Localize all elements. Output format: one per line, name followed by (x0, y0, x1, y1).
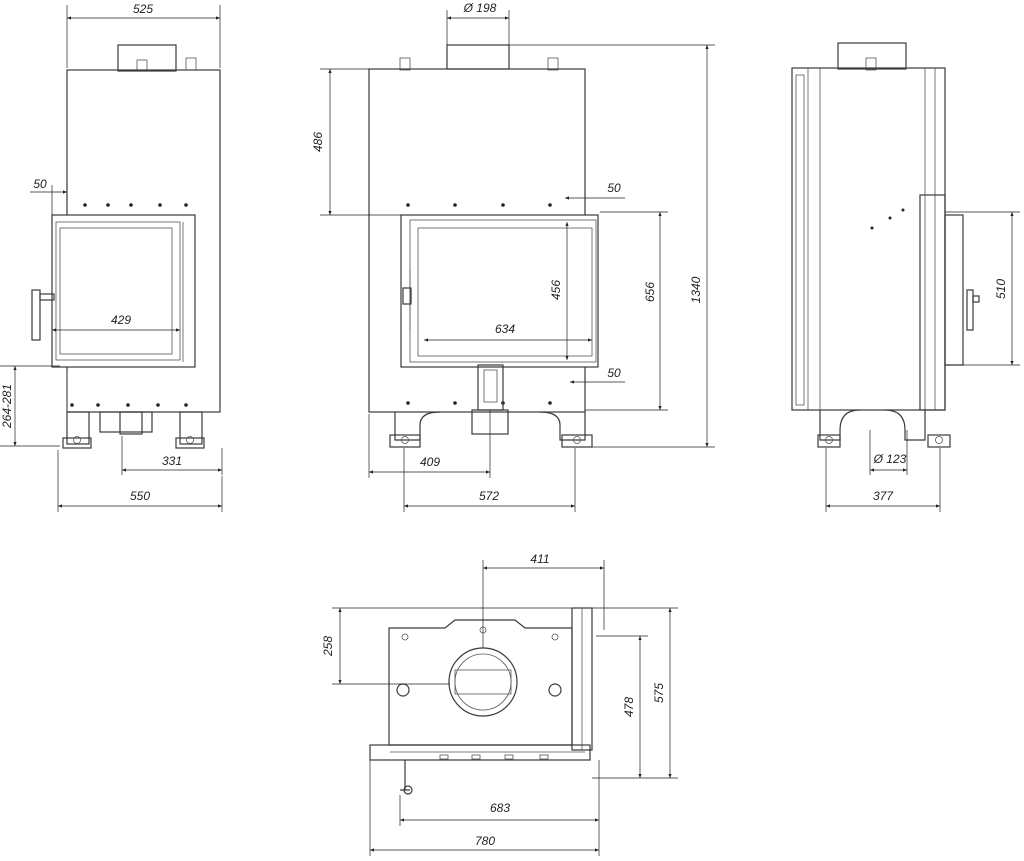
middle-door (400, 214, 599, 368)
top-view (369, 607, 593, 795)
side-flue-collar (837, 42, 907, 70)
front-door (51, 214, 196, 368)
dim-side-height: 510 (994, 279, 1008, 299)
dim-front-leg-range: 264-281 (0, 384, 14, 429)
dim-middle-glass-height: 456 (549, 280, 563, 300)
middle-flue-collar (446, 44, 510, 70)
dim-total-height: 1340 (689, 276, 703, 303)
middle-view (368, 44, 599, 448)
top-body (388, 619, 573, 746)
dim-middle-door-height: 656 (643, 282, 657, 302)
dim-inlet-diameter: Ø 123 (873, 452, 907, 466)
side-handle (966, 289, 974, 331)
dim-front-width-bottom: 550 (130, 489, 150, 503)
dim-top-width-b: 780 (475, 834, 495, 848)
middle-view-dimensions: Ø 198 486 50 456 634 656 1340 50 409 (311, 1, 715, 512)
side-view (791, 42, 980, 448)
top-handle (400, 760, 410, 791)
dim-middle-top-height: 486 (311, 132, 325, 152)
dim-middle-door-offset-top: 50 (607, 181, 621, 195)
dim-top-depth-c: 575 (652, 683, 666, 703)
front-door-handle (31, 289, 41, 341)
front-flue-collar (117, 44, 177, 72)
dim-middle-glass-width: 634 (495, 322, 515, 336)
dim-outlet-diameter: Ø 198 (463, 1, 497, 15)
dim-middle-door-offset-bottom: 50 (607, 366, 621, 380)
dim-top-width-a: 683 (490, 801, 510, 815)
front-view (31, 44, 221, 449)
dim-side-depth: 377 (873, 489, 894, 503)
side-body (791, 67, 946, 411)
side-view-dimensions: 510 Ø 123 377 (825, 211, 1020, 512)
dim-front-width-top: 525 (133, 2, 153, 16)
dim-front-glass-width: 429 (111, 313, 131, 327)
dim-top-depth-a: 258 (321, 636, 335, 657)
dim-front-door-offset: 50 (33, 177, 47, 191)
front-view-dimensions: 525 50 429 264-281 331 550 (0, 2, 223, 512)
top-view-dimensions: 411 258 478 575 683 780 (321, 552, 678, 856)
dim-front-leg-spacing: 331 (162, 454, 182, 468)
dim-top-depth-b: 478 (622, 697, 636, 717)
top-flue-circle (448, 647, 518, 717)
dim-middle-center-offset: 409 (420, 455, 440, 469)
dim-top-width-top: 411 (530, 552, 549, 566)
dim-middle-base-width: 572 (479, 489, 499, 503)
